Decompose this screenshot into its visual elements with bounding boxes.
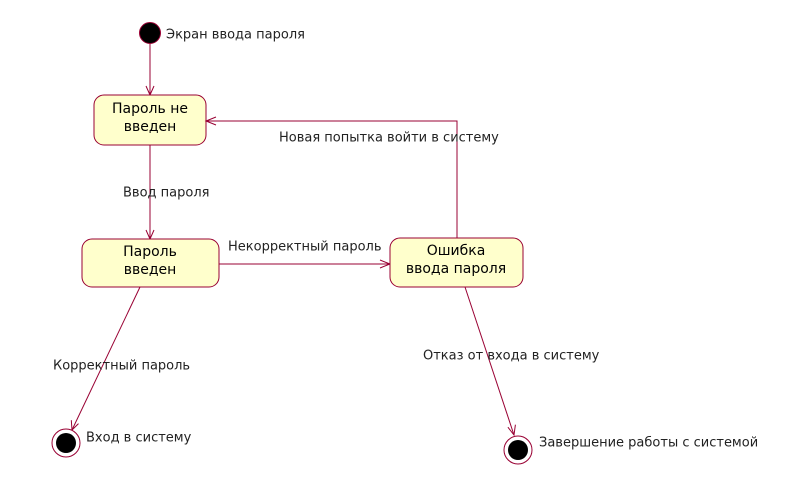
incorrect-password-transition-label: Некорректный пароль	[228, 240, 382, 255]
initial-transition-arrow	[145, 44, 155, 97]
refuse-login-transition-label: Отказ от входа в систему	[423, 349, 600, 364]
correct-password-transition-label: Корректный пароль	[53, 359, 190, 374]
final-state-login-label: Вход в систему	[86, 431, 192, 446]
final-state-login	[51, 428, 81, 458]
retry-login-transition-arrow	[204, 116, 458, 238]
retry-login-transition-label: Новая попытка войти в систему	[279, 131, 499, 146]
final-state-shutdown-label: Завершение работы с системой	[539, 436, 758, 451]
state-password-entered-line2: введен	[124, 262, 177, 278]
state-password-error: Ошибка ввода пароля	[389, 237, 524, 288]
initial-state-label: Экран ввода пароля	[166, 28, 305, 43]
initial-state-node	[139, 22, 161, 44]
enter-password-transition-label: Ввод пароля	[123, 186, 209, 201]
incorrect-password-transition-arrow	[219, 259, 392, 269]
state-password-entered-line1: Пароль	[123, 244, 177, 260]
refuse-login-transition-arrow	[464, 286, 516, 437]
state-password-error-line2: ввода пароля	[406, 261, 506, 277]
state-password-entered: Пароль введен	[81, 238, 220, 288]
state-password-not-entered-line1: Пароль не	[112, 101, 188, 117]
state-password-not-entered-line2: введен	[124, 119, 177, 135]
state-password-error-line1: Ошибка	[427, 243, 486, 259]
final-state-shutdown	[503, 435, 533, 465]
state-password-not-entered: Пароль не введен	[93, 94, 207, 146]
